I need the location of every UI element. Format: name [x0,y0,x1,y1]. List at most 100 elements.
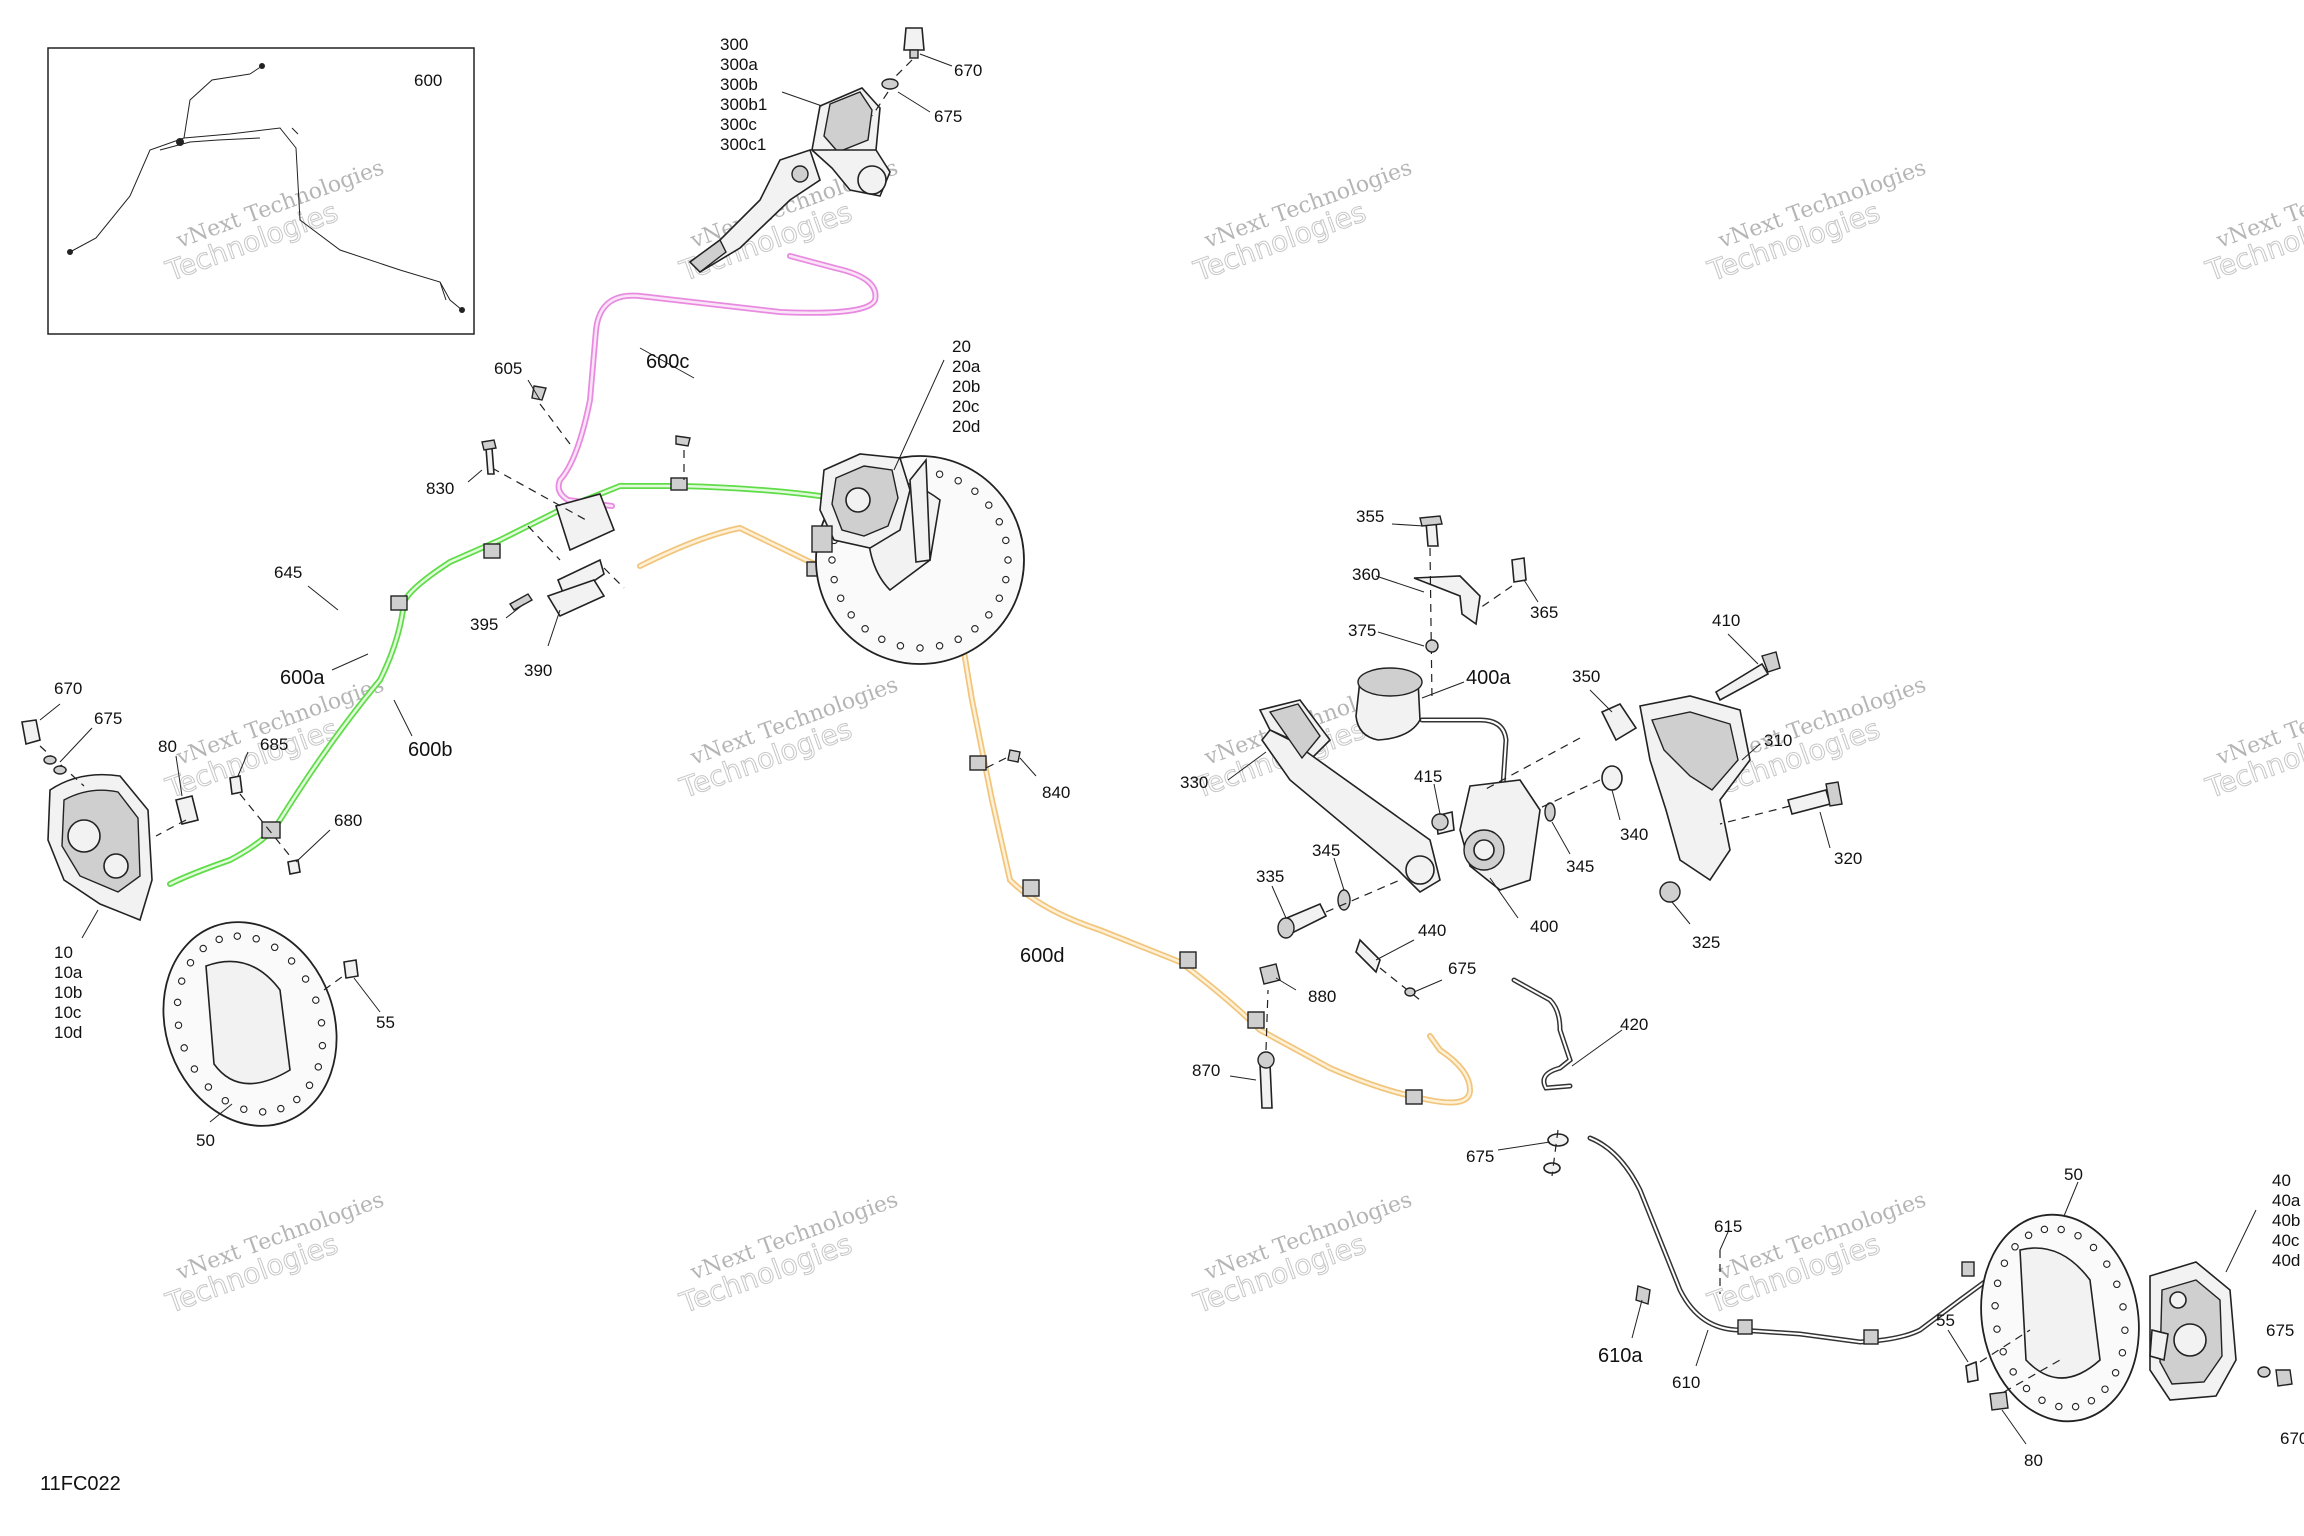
label-10b: 10b [54,983,82,1002]
label-645: 645 [274,563,302,582]
label-675-left: 675 [94,709,122,728]
disc-vent-hole [293,1095,301,1104]
disc-vent-hole [847,611,855,619]
label-300: 300 [720,35,748,54]
label-10d: 10d [54,1023,82,1042]
label-40b: 40b [2272,1211,2300,1230]
disc-vent-hole [1993,1279,2002,1288]
label-610a: 610a [1598,1345,1643,1367]
disc-vent-hole [2024,1231,2033,1240]
disc-vent-hole [2040,1225,2049,1234]
front-left-caliper [21,719,301,922]
label-50-left: 50 [196,1131,215,1150]
label-600b: 600b [408,739,453,761]
label-10a: 10a [54,963,83,982]
label-600c: 600c [646,351,689,373]
disc-vent-hole [233,932,242,940]
label-610: 610 [1672,1373,1700,1392]
label-300c: 300c [720,115,757,134]
label-10: 10 [54,943,73,962]
hose-clip [1737,1319,1753,1335]
disc-vent-hole [2011,1243,2019,1251]
disc-vent-hole [2121,1326,2129,1334]
bolt-55 [343,959,359,979]
disc-vent-hole [2119,1303,2127,1311]
hose-clip [390,595,408,611]
disc-vent-hole [995,594,1004,602]
label-670-top: 670 [954,61,982,80]
label-20b: 20b [952,377,980,396]
label-830: 830 [426,479,454,498]
label-390: 390 [524,661,552,680]
disc-vent-hole [2113,1280,2121,1289]
label-360: 360 [1352,565,1380,584]
disc-vent-hole [828,556,836,564]
disc-vent-hole [252,935,260,943]
label-335: 335 [1256,867,1284,886]
hose-clip [1022,879,1040,897]
hose-bracket-390 [481,385,691,618]
label-670-right: 670 [2280,1429,2304,1448]
disc-vent-hole [180,1044,188,1052]
hose-clip [1863,1329,1879,1345]
disc-vent-hole [190,1065,199,1073]
label-40: 40 [2272,1171,2291,1190]
disc-vent-hole [1002,575,1010,584]
label-340: 340 [1620,825,1648,844]
rear-brake-disc [1980,1213,2140,1423]
label-325: 325 [1692,933,1720,952]
label-330: 330 [1180,773,1208,792]
label-375: 375 [1348,621,1376,640]
disc-vent-hole [878,635,886,644]
disc-vent-hole [199,944,207,953]
label-20: 20 [952,337,971,356]
disc-vent-hole [2118,1348,2127,1357]
label-675-lower: 675 [1466,1147,1494,1166]
label-40d: 40d [2272,1251,2300,1270]
label-400: 400 [1530,917,1558,936]
disc-vent-hole [1002,536,1010,545]
disc-vent-hole [971,487,979,495]
hose-clip [483,543,501,559]
label-300b: 300b [720,75,758,94]
diagram-code: 11FC022 [40,1473,121,1495]
label-680: 680 [334,811,362,830]
disc-vent-hole [2022,1384,2031,1393]
disc-vent-hole [301,975,310,983]
hose-clip [670,477,688,491]
label-20c: 20c [952,397,980,416]
rear-caliper [1635,1250,2293,1411]
inset-part-number: 600 [414,71,442,90]
hose-clip [1247,1011,1265,1029]
hose-clip [261,821,281,839]
disc-vent-hole [935,642,944,650]
disc-vent-hole [954,635,962,644]
disc-vent-hole [318,1041,327,1050]
disc-vent-hole [2038,1396,2046,1405]
label-55-left: 55 [376,1013,395,1032]
disc-vent-hole [1004,556,1012,564]
label-670-left: 670 [54,679,82,698]
disc-vent-hole [896,642,905,650]
label-80-left: 80 [158,737,177,756]
label-345-a: 345 [1312,841,1340,860]
disc-vent-hole [221,1096,230,1105]
disc-vent-hole [1993,1325,2001,1333]
disc-vent-hole [861,625,869,633]
washer-675 [881,78,899,90]
disc-vent-hole [1991,1302,1999,1310]
label-600a: 600a [280,667,325,689]
disc-vent-hole [2057,1225,2065,1234]
disc-vent-hole [995,518,1004,526]
label-415: 415 [1414,767,1442,786]
disc-vent-hole [186,958,195,967]
label-300a: 300a [720,55,758,74]
label-365: 365 [1530,603,1558,622]
leader-lines [39,53,2257,1445]
label-685: 685 [260,735,288,754]
disc-vent-hole [2071,1402,2080,1411]
label-870: 870 [1192,1061,1220,1080]
disc-vent-hole [287,957,296,965]
label-40c: 40c [2272,1231,2300,1250]
